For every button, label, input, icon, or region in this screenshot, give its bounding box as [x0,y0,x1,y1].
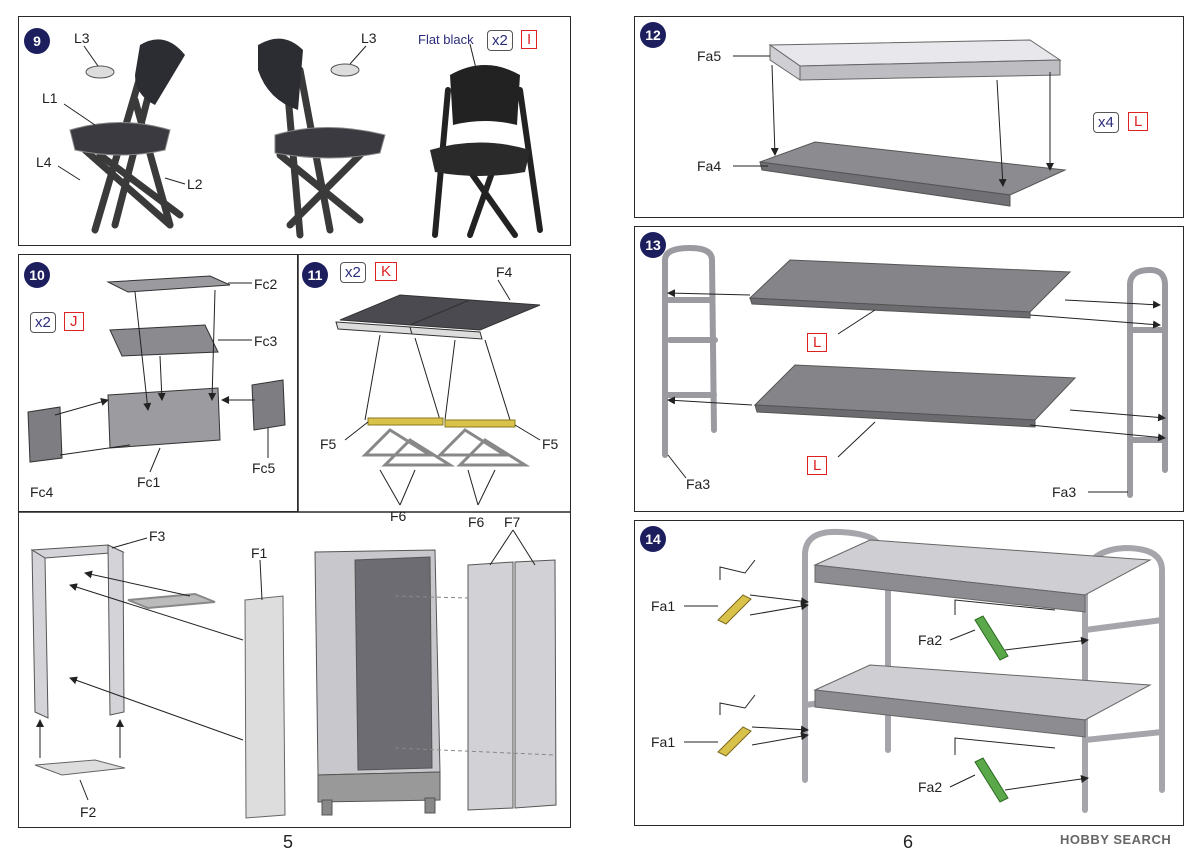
watermark-text: HOBBY SEARCH [1060,832,1172,847]
rod-f5-b [444,419,516,428]
bunk-end-left [662,244,718,458]
step-13-sprue-code-top: L [807,333,828,352]
label-fa3-left: Fa3 [686,476,711,492]
label-fc4: Fc4 [30,484,54,500]
step-11-badge: 11 [302,262,328,288]
locker-shell-exploded [30,544,125,719]
label-fa2-top: Fa2 [918,632,943,648]
page-number-left: 5 [283,832,294,852]
label-f6-right: F6 [468,514,485,530]
label-fa4: Fa4 [697,158,722,174]
part-fa1-top [717,594,752,625]
label-fa3-right: Fa3 [1052,484,1077,500]
part-fa1-bottom [717,726,752,757]
label-f5-left: F5 [320,436,337,452]
page-number-right: 6 [903,832,914,852]
label-fc1: Fc1 [137,474,161,490]
label-f3: F3 [149,528,166,544]
bed-tray-bottom [753,364,1077,428]
step-12-quantity: x4 [1093,112,1119,133]
label-f7: F7 [504,514,521,530]
step-13-badge: 13 [640,232,666,258]
label-fc3: Fc3 [254,333,278,349]
paint-note: Flat black [418,32,474,47]
label-fc5: Fc5 [252,460,276,476]
label-fa2-bottom: Fa2 [918,779,943,795]
locker-assembled [314,549,441,816]
label-fa1-bottom: Fa1 [651,734,676,750]
label-l2: L2 [187,176,203,192]
label-l4: L4 [36,154,52,170]
label-fa5: Fa5 [697,48,722,64]
door-f1 [244,595,286,819]
shelf-exploded [335,294,541,340]
bed-tray-top [748,259,1072,319]
hangers-f6 [361,428,531,467]
step-9-sprue-code: I [521,30,538,49]
label-f5-right: F5 [542,436,559,452]
step-10-sprue-code: J [64,312,84,331]
label-f1: F1 [251,545,268,561]
step-12-sprue-code: L [1128,112,1149,131]
label-l3-left: L3 [74,30,90,46]
step-10-badge: 10 [24,262,50,288]
shelf-rail [127,592,216,610]
step-14-badge: 14 [640,526,666,552]
part-fa2-bottom [974,757,1009,803]
mattress-fa5 [768,39,1062,81]
chair-backrest-left [135,39,185,105]
base-f2 [34,759,126,776]
label-l1: L1 [42,90,58,106]
bunk-bed-assembled [802,528,1165,813]
rod-f5-a [367,417,444,426]
step-10-panel [18,254,298,512]
label-l3-right: L3 [361,30,377,46]
step-9-badge: 9 [24,28,50,54]
label-fc2: Fc2 [254,276,278,292]
label-f6-left: F6 [390,508,407,524]
part-fa2-top [974,615,1009,661]
step-11-sprue-code: K [375,262,398,281]
step-10-quantity: x2 [30,312,56,333]
label-f4: F4 [496,264,513,280]
step-11-quantity: x2 [340,262,366,283]
step-12-badge: 12 [640,22,666,48]
cabinet-exploded [27,275,286,463]
chair-seat-left [69,122,171,156]
locker-doors-f7 [467,559,557,811]
step-11-panel [18,254,571,828]
label-f2: F2 [80,804,97,820]
label-fa1-top: Fa1 [651,598,676,614]
step-13-sprue-code-bottom: L [807,456,828,475]
step-9-quantity: x2 [487,30,513,51]
bed-frame-fa4 [759,141,1067,207]
